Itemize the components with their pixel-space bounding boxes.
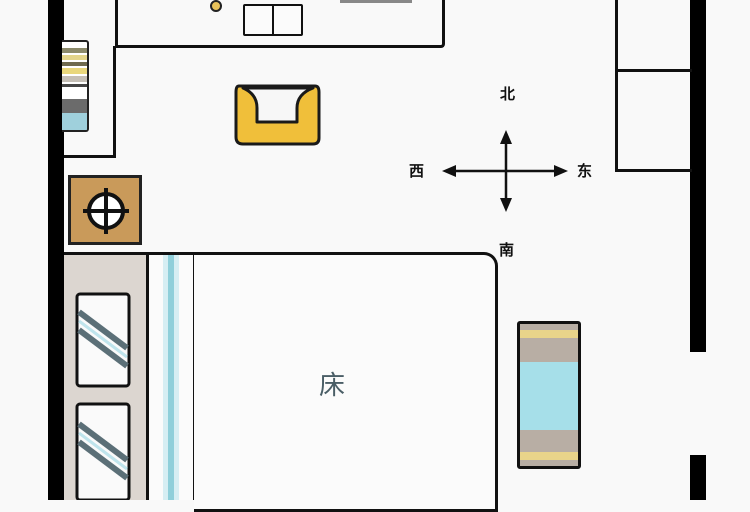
bedroom-top-wall [64, 252, 194, 255]
stove [68, 175, 142, 245]
cabinet-glass [520, 362, 578, 430]
wardrobe [64, 255, 147, 500]
mirror-panel-2 [75, 402, 131, 500]
armchair-icon [234, 84, 321, 146]
right-cabinet-lower [615, 70, 692, 172]
side-cabinet [517, 321, 581, 469]
lamp-icon [210, 0, 222, 12]
shelf-stripe [62, 99, 87, 113]
right-exterior-wall-upper [690, 0, 706, 352]
mirror-panel-1 [75, 292, 131, 388]
glass-pane-center [168, 255, 174, 500]
shelf-stripe [62, 55, 87, 60]
compass-west-label: 西 [409, 162, 425, 180]
bed [194, 252, 498, 512]
glass-partition [149, 255, 194, 500]
bed-label: 床 [319, 371, 346, 401]
striped-shelf [62, 40, 89, 132]
burner-icon [83, 188, 129, 234]
compass-south-label: 南 [499, 241, 515, 259]
compass-north-label: 北 [500, 85, 516, 103]
top-counter-outline [115, 0, 445, 48]
shelf-stripe [62, 76, 87, 82]
countertop-appliance [340, 0, 412, 3]
compass-east-label: 东 [577, 162, 593, 180]
shelf-stripe [62, 48, 87, 53]
shelf-stripe [62, 84, 87, 87]
compass-arrows-icon [442, 130, 568, 212]
shelf-stripe [62, 62, 87, 66]
left-exterior-wall [48, 0, 64, 500]
cabinet-stripe-top [520, 330, 578, 338]
right-exterior-wall-lower [690, 455, 706, 500]
wardrobe-divider [146, 255, 149, 500]
shelf-stripe [62, 68, 87, 74]
right-cabinet-upper [615, 0, 692, 72]
inner-partition-vertical [113, 46, 116, 158]
sink-divider [272, 6, 274, 34]
double-sink [243, 4, 303, 36]
inner-partition-horizontal [64, 155, 116, 158]
shelf-stripe [62, 113, 87, 130]
cabinet-stripe-bottom [520, 452, 578, 460]
